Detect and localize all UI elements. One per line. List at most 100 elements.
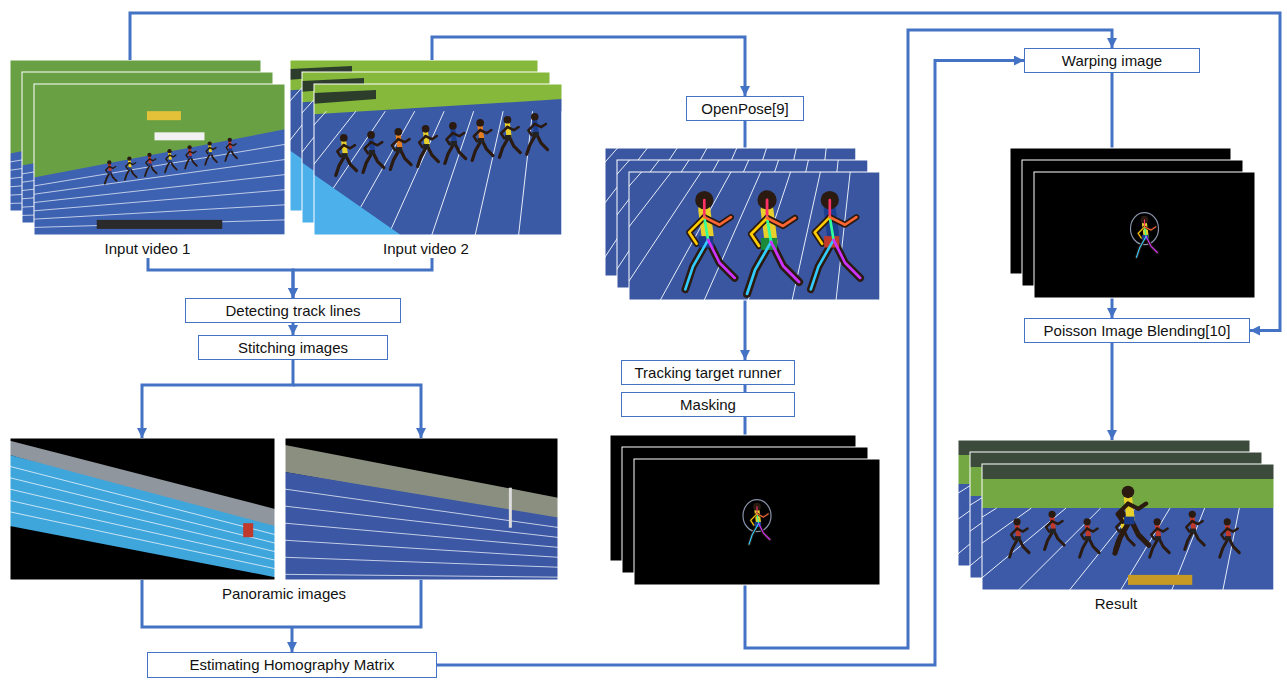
flow-arrow [292,323,295,335]
pose-line [685,240,708,289]
runner-torso [1087,526,1089,538]
photo-edge [10,438,275,580]
camera-car [147,111,181,120]
runner-head [127,157,131,161]
track [10,455,275,577]
photo [1034,172,1255,298]
pose-line [756,507,757,514]
image-stack: Result [958,440,1274,613]
process-box: Detecting track lines [185,298,401,323]
runner-leg [759,524,770,540]
runner-figure [747,190,799,294]
runner-shorts [208,152,212,155]
photo-edge [634,459,880,585]
lane-line [285,540,558,557]
box-label: Detecting track lines [225,302,360,320]
runner-arm [190,151,196,153]
runner-shorts [108,171,112,174]
lane-line [10,478,275,543]
runner-torso [1157,526,1159,538]
image-caption: Panoramic images [222,585,346,603]
photo-edge [285,438,558,580]
score-board [314,90,376,104]
lane-line [285,523,558,547]
runner-arm [1145,227,1156,230]
runner-shorts [396,147,402,152]
runner-torso [535,121,537,134]
image-caption: Input video 2 [383,240,469,258]
runner-torso [371,139,373,152]
runner-head [228,138,232,142]
mask-ground [1034,172,1255,298]
runner-arm [129,163,135,165]
photo-frame [290,84,562,235]
runner-shorts [505,135,511,140]
runner-arm [1157,529,1168,532]
flow-arrow [1111,343,1114,440]
merge-joint [291,627,294,628]
photo-edge [982,464,1274,590]
runner-arm [398,139,409,142]
pose-line [704,217,708,240]
runner-figure [225,138,237,161]
photo-frame [634,459,880,585]
image-stack: Input video 2 [290,60,562,258]
process-box: Poisson Image Blending[10] [1024,318,1250,343]
score-bar [97,220,223,229]
runner-head [1013,518,1020,525]
image-stack: Panoramic images [10,438,558,627]
runner-leg [1146,237,1157,253]
box-label: Poisson Image Blending[10] [1044,322,1231,340]
runner-leg [834,240,861,278]
pano-detail [509,488,512,528]
runner-figure [1045,511,1065,550]
runner-arm [1227,529,1238,532]
lane-line [629,172,642,300]
image-figure [10,438,558,580]
runner-shorts [168,160,172,163]
runner-arm [507,127,518,130]
runner-figure [1115,486,1149,553]
lane-line [34,144,285,186]
runner-arm [1017,529,1028,532]
runner-leg [749,524,759,545]
runner-torso [480,127,482,140]
lane-line [34,175,285,203]
lane-line [285,574,558,577]
box-label: Masking [680,396,736,414]
lane-line [982,508,1031,590]
photo [10,438,275,580]
lane-line [982,508,1066,590]
photo-frame [10,438,275,580]
runner-leg [747,242,771,294]
runner-arm [371,142,382,145]
lane-line [285,557,558,567]
pose-line [815,217,830,244]
runner-figure [125,157,137,180]
runner-shorts [1124,517,1134,525]
runner-shorts [1085,536,1091,541]
photo-frame [285,438,558,580]
runner-arm [426,136,437,139]
runner-shorts [478,138,484,143]
pose-line [830,217,834,240]
pano-ground [10,438,275,580]
runner-shorts [1225,536,1231,541]
merge-branch [142,580,421,627]
runner-arm [230,144,236,146]
runner-shorts [228,148,232,151]
process-box: Stitching images [198,335,388,360]
runner-figure [445,122,466,163]
runner-arm [453,133,464,136]
image-caption: Result [1095,595,1138,613]
runner-leg [771,242,799,282]
runner-head [531,113,539,121]
runner-leg [1137,237,1147,258]
process-box: OpenPose[9] [686,96,804,121]
lane-line [285,506,558,537]
pose-line [689,217,704,244]
runner-arm [757,514,768,517]
runner-shorts [128,167,132,170]
runner-shorts [148,163,152,166]
